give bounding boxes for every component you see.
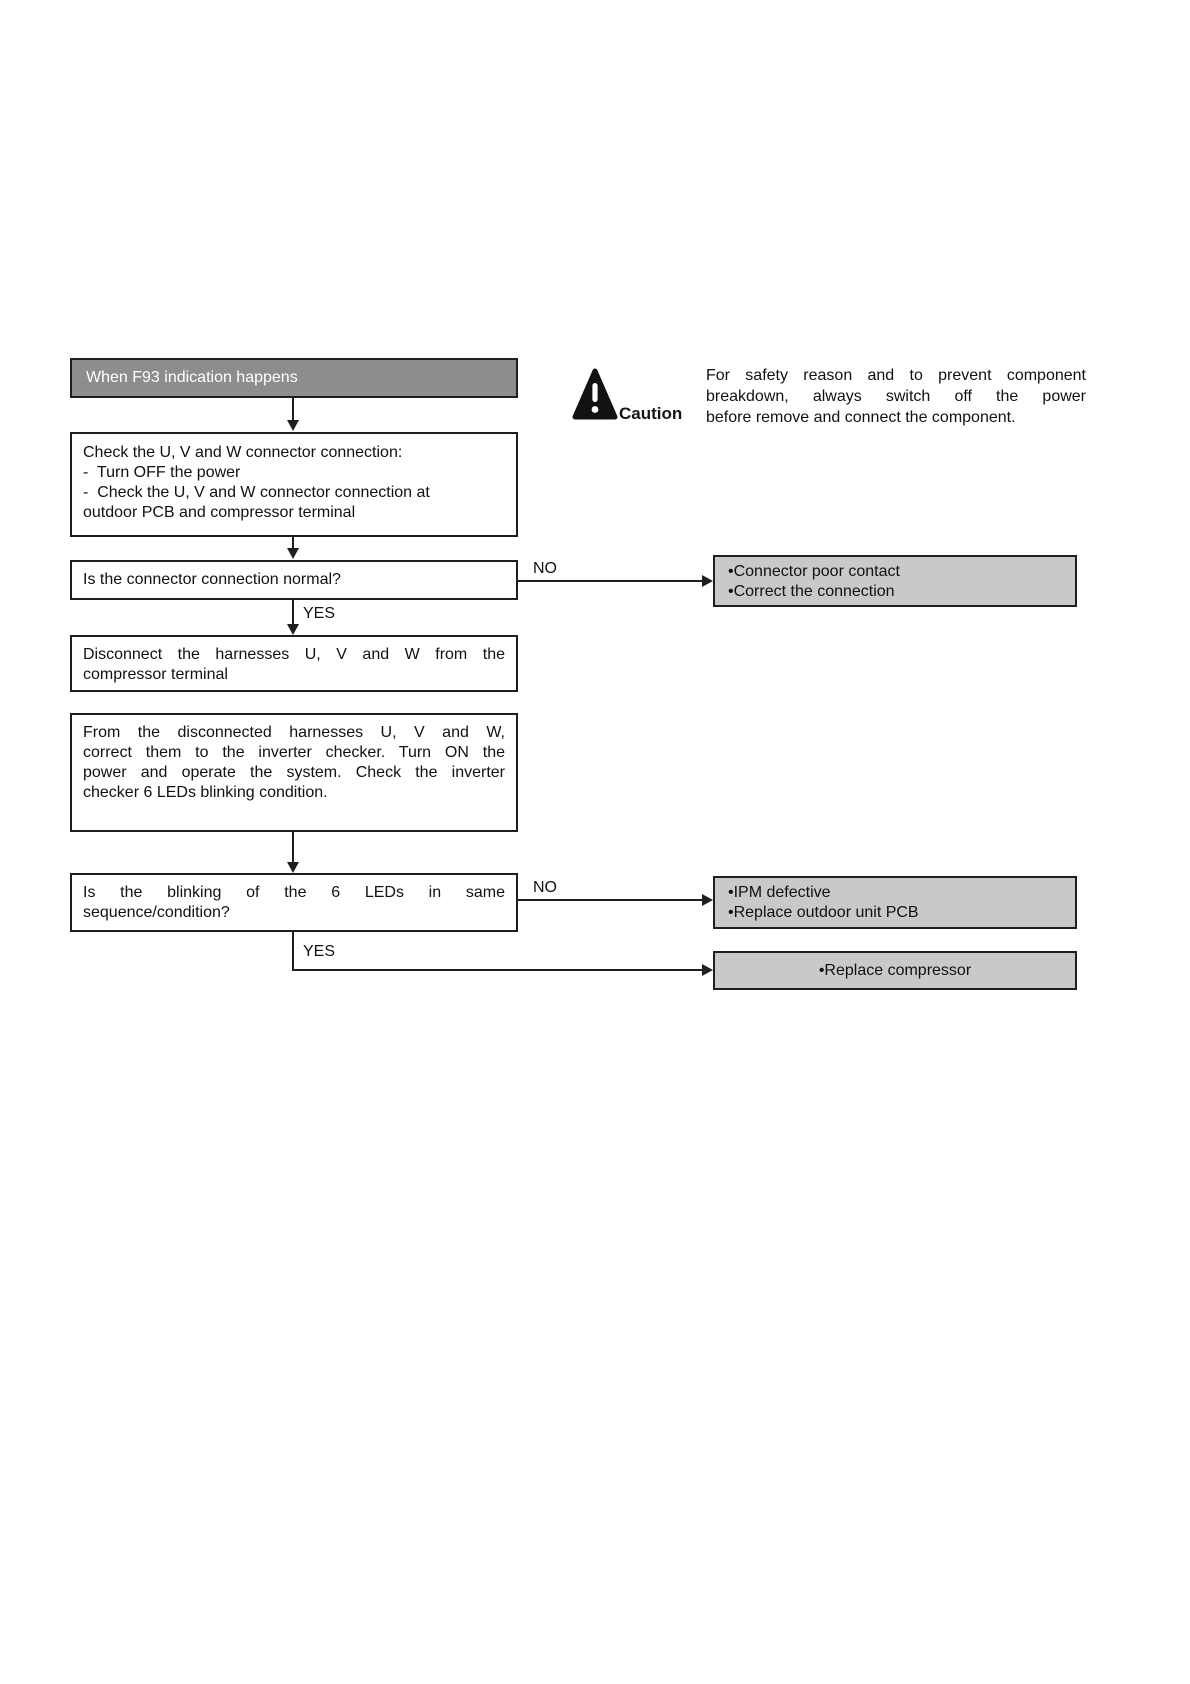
caution-text: For safety reason and to prevent compone… xyxy=(706,367,1086,426)
process-inverter-checker: From the disconnected harnesses U, V and… xyxy=(70,713,518,832)
result-poor-contact: •Connector poor contact •Correct the con… xyxy=(713,555,1077,607)
result-replace-compressor: •Replace compressor xyxy=(713,951,1077,990)
flow-start-node: When F93 indication happens xyxy=(70,358,518,398)
arrowhead-down-icon xyxy=(287,624,299,635)
arrowhead-down-icon xyxy=(287,420,299,431)
yes-label-1: YES xyxy=(303,605,336,622)
connector-start-to-check xyxy=(292,398,294,421)
connector-yes2-horizontal xyxy=(292,969,702,971)
no-label-1: NO xyxy=(533,560,557,577)
connector-no1 xyxy=(518,580,702,582)
decision-connection-normal: Is the connector connection normal? xyxy=(70,560,518,600)
process-check-connection: Check the U, V and W connector connectio… xyxy=(70,432,518,537)
caution-triangle-icon xyxy=(572,368,618,420)
connector-yes2-vertical xyxy=(292,932,294,971)
arrowhead-right-icon xyxy=(702,894,713,906)
no-label-2: NO xyxy=(533,879,557,896)
process-disconnect-harnesses: Disconnect the harnesses U, V and W from… xyxy=(70,635,518,692)
arrowhead-down-icon xyxy=(287,862,299,873)
arrowhead-right-icon xyxy=(702,964,713,976)
connector-no2 xyxy=(518,899,702,901)
arrowhead-down-icon xyxy=(287,548,299,559)
connector-checker-to-decision2 xyxy=(292,832,294,862)
yes-label-2: YES xyxy=(303,943,336,960)
arrowhead-right-icon xyxy=(702,575,713,587)
caution-label: Caution xyxy=(619,404,683,423)
result-ipm-defective: •IPM defective •Replace outdoor unit PCB xyxy=(713,876,1077,929)
connector-check-to-decision1 xyxy=(292,537,294,549)
connector-yes1 xyxy=(292,600,294,624)
